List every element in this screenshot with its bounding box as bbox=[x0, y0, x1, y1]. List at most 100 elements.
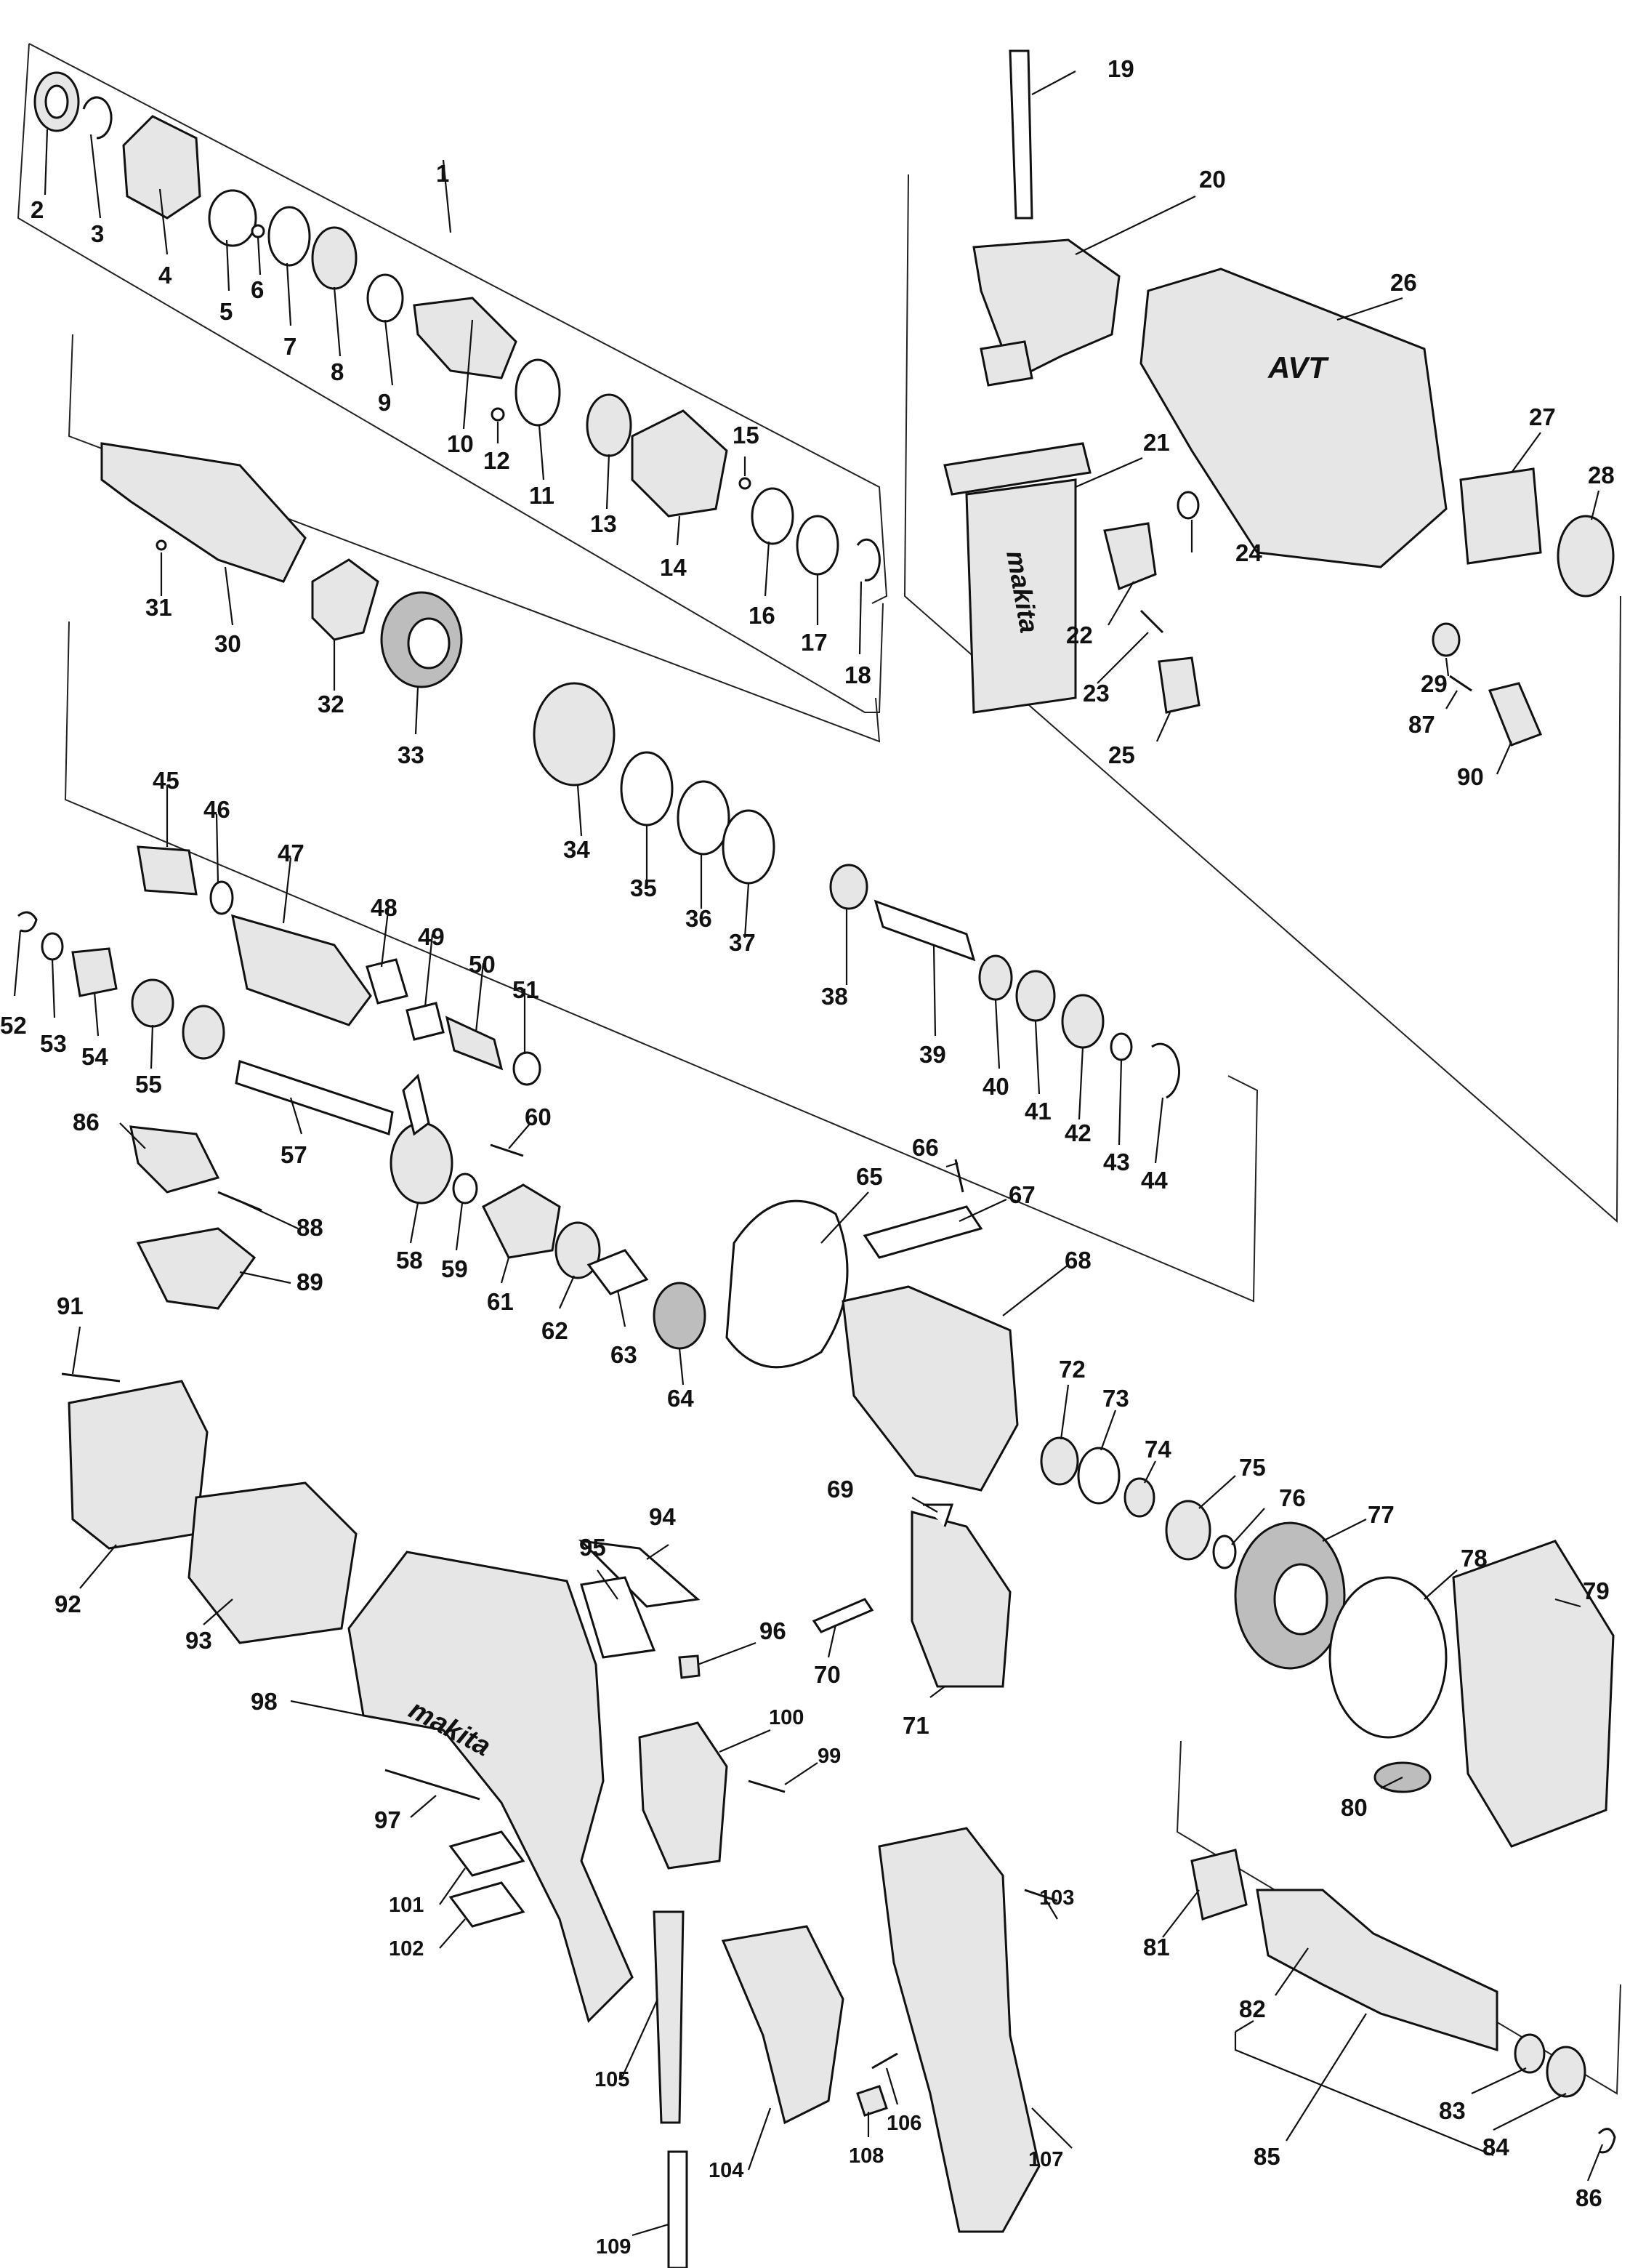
part-17-washer bbox=[796, 515, 839, 576]
part-57-spindle bbox=[235, 1060, 394, 1135]
leader-lines bbox=[13, 71, 1604, 2237]
part-15-ball bbox=[738, 477, 751, 490]
part-90-bracket bbox=[136, 1227, 257, 1310]
part-68-gear-housing bbox=[842, 1285, 1019, 1492]
part-6-ball bbox=[251, 224, 265, 238]
part-34-spring-pack bbox=[533, 682, 616, 787]
callout-108: 107 bbox=[1028, 2148, 1063, 2171]
part-102-label bbox=[448, 1830, 525, 1877]
part-81-insulation bbox=[1190, 1849, 1248, 1921]
callout-88: 87 bbox=[1408, 711, 1435, 738]
part-59-washer bbox=[452, 1173, 478, 1205]
part-drawings: AVT makita bbox=[17, 49, 1616, 2268]
callout-65: 65 bbox=[856, 1163, 883, 1190]
part-42-ring bbox=[1061, 994, 1105, 1049]
part-66-screw bbox=[954, 1159, 964, 1193]
part-63-plate bbox=[586, 1249, 649, 1295]
part-47-cylinder bbox=[231, 914, 372, 1026]
callout-96: 95 bbox=[579, 1534, 606, 1561]
part-24-o-ring bbox=[1177, 491, 1200, 520]
part-48-plate bbox=[366, 958, 408, 1005]
callout-74: 74 bbox=[1145, 1436, 1171, 1463]
callout-30: 30 bbox=[214, 630, 241, 657]
callout-31: 31 bbox=[145, 594, 172, 621]
part-53-washer bbox=[41, 932, 64, 961]
part-103-label bbox=[448, 1881, 525, 1928]
callout-103: 102 bbox=[389, 1937, 424, 1961]
callout-13: 13 bbox=[590, 510, 617, 537]
callout-67: 67 bbox=[1009, 1181, 1036, 1208]
callout-labels: 2 3 4 5 6 7 8 9 10 1 12 11 13 14 15 16 1… bbox=[0, 55, 1615, 2259]
callout-78: 78 bbox=[1461, 1545, 1488, 1572]
callout-28: 28 bbox=[1588, 462, 1615, 488]
part-71-bracket bbox=[911, 1511, 1012, 1688]
callout-82: 82 bbox=[1239, 1995, 1266, 2022]
callout-99: 98 bbox=[251, 1688, 278, 1715]
part-25-latch bbox=[1158, 656, 1201, 714]
callout-89: 88 bbox=[296, 1214, 323, 1241]
part-74-insulator bbox=[1123, 1477, 1155, 1518]
callout-86: 86 bbox=[1575, 2184, 1602, 2211]
callout-16: 16 bbox=[749, 602, 775, 629]
callout-101: 100 bbox=[769, 1706, 804, 1729]
part-87-lever bbox=[129, 1125, 220, 1194]
callout-93: 92 bbox=[55, 1591, 81, 1617]
callout-40: 40 bbox=[983, 1073, 1009, 1100]
part-79-motor-housing bbox=[1452, 1540, 1615, 1848]
callout-42: 42 bbox=[1065, 1119, 1092, 1146]
callout-48: 48 bbox=[371, 894, 398, 921]
part-16-ring bbox=[751, 487, 794, 545]
part-91-button bbox=[1488, 682, 1542, 747]
callout-29: 29 bbox=[1421, 670, 1448, 697]
part-4-chuck-sleeve bbox=[122, 115, 201, 220]
part-50-spring bbox=[445, 1016, 504, 1071]
part-23-spring bbox=[1139, 609, 1164, 634]
part-55-bearing bbox=[131, 978, 174, 1028]
part-37-ring bbox=[722, 809, 775, 885]
part-109-clamp bbox=[856, 2085, 888, 2117]
callout-110: 109 bbox=[596, 2235, 631, 2259]
callout-75: 75 bbox=[1239, 1454, 1266, 1481]
callout-100: 99 bbox=[818, 1745, 841, 1768]
callout-18: 18 bbox=[844, 662, 871, 688]
part-101-brush-holder bbox=[638, 1721, 728, 1870]
callout-72: 72 bbox=[1059, 1356, 1086, 1383]
callout-59: 59 bbox=[441, 1255, 468, 1282]
part-73-o-ring bbox=[1077, 1447, 1121, 1505]
callout-87: 86 bbox=[73, 1109, 100, 1135]
part-32-lock-ring bbox=[311, 558, 379, 641]
callout-39: 39 bbox=[919, 1041, 946, 1068]
callout-24: 24 bbox=[1235, 539, 1262, 566]
part-52-retaining-ring bbox=[17, 911, 38, 933]
part-27-sleeve bbox=[1459, 467, 1542, 565]
callout-15: 15 bbox=[733, 422, 759, 449]
callout-73: 73 bbox=[1102, 1385, 1129, 1412]
callout-80: 80 bbox=[1341, 1794, 1368, 1821]
part-35-ring bbox=[620, 751, 674, 827]
callout-63: 63 bbox=[610, 1341, 637, 1368]
part-11-spring bbox=[515, 358, 561, 427]
callout-23: 23 bbox=[1083, 680, 1110, 707]
callout-27: 27 bbox=[1529, 403, 1556, 430]
part-78-baffle bbox=[1328, 1576, 1448, 1739]
part-106-cord-guard bbox=[653, 1910, 685, 2124]
callout-35: 35 bbox=[630, 874, 657, 901]
callout-1: 1 bbox=[436, 160, 449, 187]
callout-20: 20 bbox=[1199, 166, 1226, 193]
callout-36: 36 bbox=[685, 905, 712, 932]
part-14-sleeve bbox=[631, 409, 728, 518]
part-67-plate bbox=[863, 1205, 983, 1259]
callout-52: 52 bbox=[0, 1012, 27, 1039]
part-104-screw bbox=[1024, 1889, 1058, 1902]
part-12-ball bbox=[491, 407, 505, 422]
callout-17: 17 bbox=[801, 629, 828, 656]
callout-2: 2 bbox=[31, 196, 44, 223]
part-89-spring bbox=[217, 1191, 262, 1212]
callout-12: 12 bbox=[483, 447, 510, 474]
part-45-piston bbox=[137, 845, 198, 896]
callout-54: 54 bbox=[81, 1043, 108, 1070]
callout-62: 62 bbox=[541, 1317, 568, 1344]
callout-41: 41 bbox=[1025, 1098, 1052, 1125]
part-108-handle-cover bbox=[878, 1827, 1041, 2233]
part-22-button bbox=[1103, 522, 1157, 591]
